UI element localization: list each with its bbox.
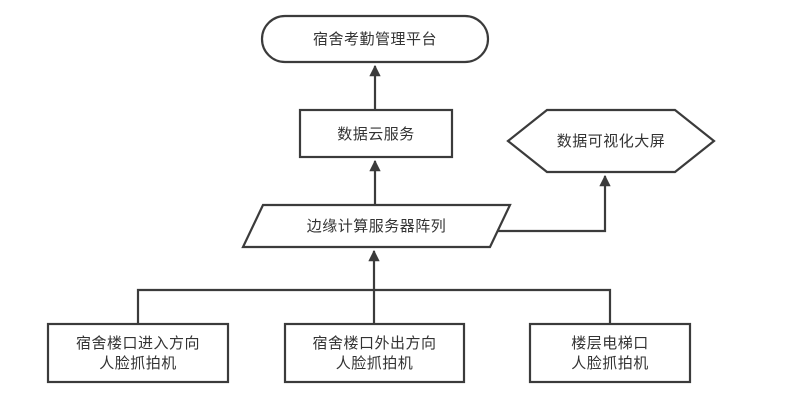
node-visualization-screen-shape <box>506 108 716 174</box>
node-platform-shape <box>260 14 490 64</box>
node-cloud-service-shape <box>298 108 454 159</box>
node-camera-elevator-shape <box>528 322 692 384</box>
node-camera-exit-shape <box>283 322 466 384</box>
node-camera-entry-shape <box>46 322 230 384</box>
node-edge-server-array-shape <box>241 203 512 249</box>
edge-array-to-visualization <box>498 174 611 233</box>
